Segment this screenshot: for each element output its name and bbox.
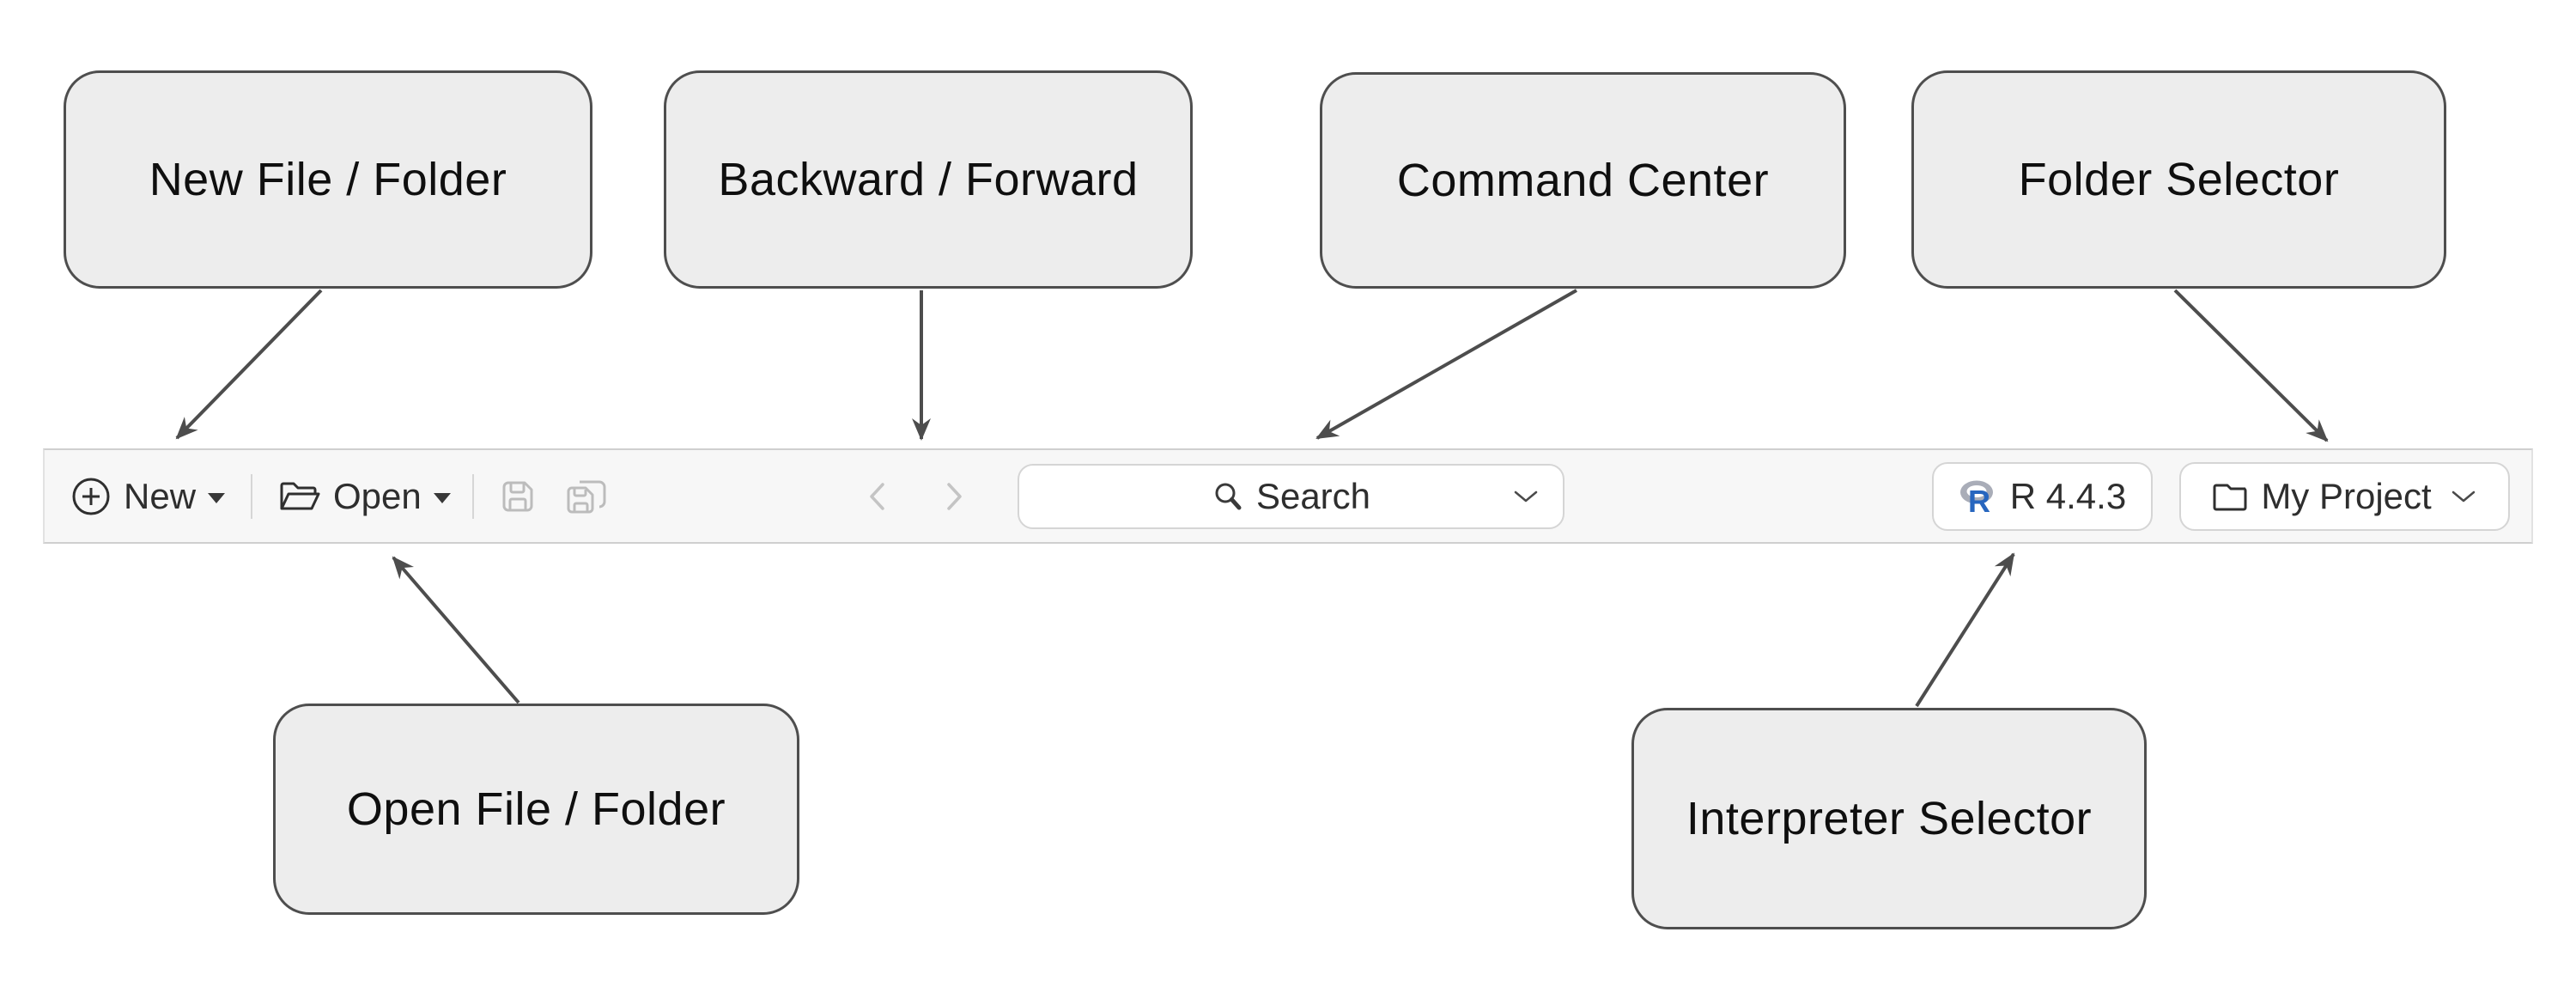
callout-open-file-folder: Open File / Folder — [273, 704, 799, 915]
callout-command-center: Command Center — [1320, 72, 1846, 289]
new-button[interactable]: New — [70, 475, 226, 517]
callout-interpreter-selector: Interpreter Selector — [1631, 708, 2147, 929]
circle-plus-icon — [70, 476, 112, 517]
arrow-command-center — [1315, 289, 1577, 440]
chevron-right-icon — [943, 479, 967, 514]
save-icon — [498, 477, 538, 516]
toolbar: New Open — [43, 448, 2533, 544]
interpreter-label: R 4.4.3 — [2009, 475, 2127, 516]
arrow-interpreter-selector — [1915, 552, 2015, 708]
save-button[interactable] — [498, 477, 538, 516]
callout-label: Backward / Forward — [718, 154, 1139, 205]
chevron-down-icon — [2449, 488, 2478, 505]
caret-down-icon — [208, 492, 226, 503]
arrow-open-file-folder — [392, 556, 520, 704]
arrow-folder-selector — [2173, 289, 2329, 442]
new-button-label: New — [124, 475, 197, 516]
open-folder-icon — [278, 479, 321, 514]
callout-label: Open File / Folder — [346, 783, 726, 835]
open-button[interactable]: Open — [278, 476, 451, 517]
search-label: Search — [1255, 475, 1371, 516]
callout-backward-forward: Backward / Forward — [664, 70, 1193, 289]
callout-label: Folder Selector — [2018, 154, 2340, 205]
r-logo-letter: R — [1968, 484, 1990, 515]
interpreter-selector-button[interactable]: R R 4.4.3 — [1932, 461, 2153, 531]
callout-new-file-folder: New File / Folder — [64, 70, 592, 289]
back-button[interactable] — [865, 479, 889, 514]
callout-label: Interpreter Selector — [1686, 793, 2093, 844]
callout-label: New File / Folder — [149, 154, 507, 205]
arrow-new-file-folder — [175, 289, 323, 440]
search-content: Search — [1212, 476, 1370, 517]
toolbar-separator — [472, 473, 474, 519]
forward-button[interactable] — [943, 479, 967, 514]
caret-down-icon — [433, 492, 451, 503]
open-button-label: Open — [333, 475, 422, 516]
folder-icon — [2211, 480, 2249, 513]
chevron-left-icon — [865, 479, 889, 514]
callout-label: Command Center — [1396, 155, 1770, 206]
r-logo-icon: R — [1959, 478, 2000, 515]
project-label: My Project — [2261, 475, 2432, 516]
callout-folder-selector: Folder Selector — [1911, 70, 2446, 289]
chevron-down-icon[interactable] — [1511, 488, 1540, 505]
command-center-search[interactable]: Search — [1018, 463, 1564, 529]
save-all-icon — [565, 477, 611, 516]
search-icon — [1212, 480, 1244, 513]
folder-selector-button[interactable]: My Project — [2179, 461, 2510, 531]
save-all-button[interactable] — [565, 477, 611, 516]
toolbar-separator — [251, 473, 252, 519]
